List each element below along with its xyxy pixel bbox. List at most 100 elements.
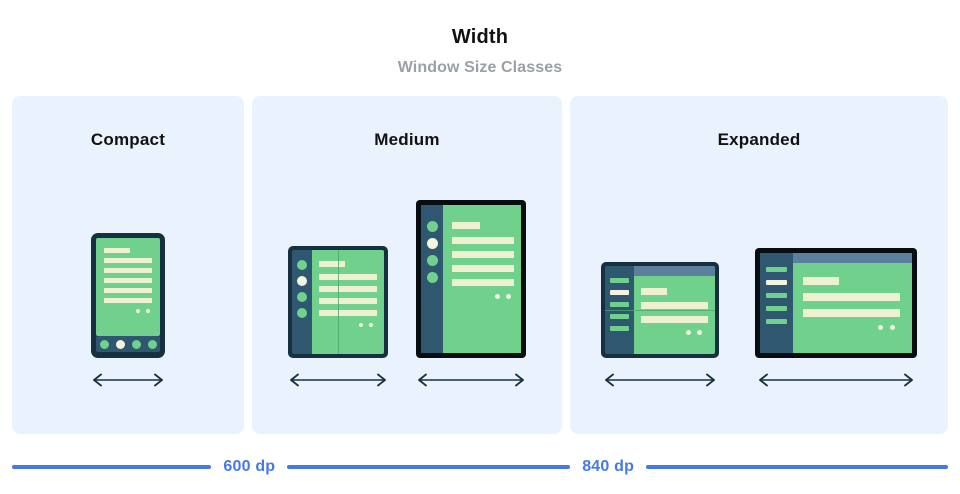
content-line — [319, 298, 377, 304]
panel-medium: Medium — [252, 96, 562, 434]
content-dot — [495, 294, 500, 299]
content-dot — [359, 323, 363, 327]
content-line — [319, 274, 377, 280]
content-line — [104, 248, 130, 253]
nav-rail-icon-active — [427, 238, 438, 249]
content-dot — [686, 330, 691, 335]
phone-frame — [91, 233, 165, 358]
nav-rail-icon — [427, 221, 438, 232]
content-dot — [697, 330, 702, 335]
tablet-portrait-frame — [416, 200, 526, 358]
content-line — [319, 286, 377, 292]
content-line — [641, 302, 708, 309]
panel-title-medium: Medium — [374, 130, 440, 149]
nav-rail — [760, 253, 793, 353]
nav-rail-icon-active — [297, 276, 307, 286]
device-group-medium — [252, 200, 562, 388]
width-arrow-icon — [602, 372, 718, 388]
content-area — [793, 253, 912, 353]
panel-title-compact: Compact — [90, 130, 166, 149]
breakpoint-label-600: 600 dp — [223, 458, 276, 475]
nav-rail-item — [610, 302, 629, 307]
content-line — [452, 279, 514, 286]
nav-rail-icon — [297, 260, 307, 270]
nav-rail-icon — [297, 308, 307, 318]
tablet-landscape-frame — [755, 248, 917, 358]
content-line — [104, 278, 152, 283]
scale-rule-segment — [12, 465, 212, 469]
content-dot — [506, 294, 511, 299]
nav-rail-item — [766, 267, 787, 272]
nav-item-icon — [99, 339, 109, 349]
nav-rail-item — [766, 293, 787, 298]
tablet-portrait-screen — [421, 205, 521, 353]
content-area — [443, 205, 521, 353]
content-line — [803, 309, 900, 317]
size-class-panels: Compact — [12, 96, 948, 434]
device-group-expanded — [570, 248, 948, 388]
content-dot — [146, 309, 150, 313]
content-line — [803, 293, 900, 301]
content-line — [104, 258, 152, 263]
breakpoint-scale: 600 dp 840 dp — [12, 455, 948, 479]
content-line — [452, 251, 514, 258]
device-tablet-portrait — [415, 200, 527, 388]
page-title: Width — [451, 26, 509, 48]
scale-rule-segment — [287, 465, 571, 469]
foldable-portrait-frame — [288, 246, 388, 358]
nav-rail-item — [610, 326, 629, 331]
content-line — [641, 316, 708, 323]
nav-rail-icon — [427, 272, 438, 283]
phone-screen — [96, 238, 160, 336]
width-arrow-icon — [756, 372, 916, 388]
content-line — [641, 288, 667, 295]
nav-rail-item-active — [766, 280, 787, 285]
content-area — [312, 250, 384, 354]
device-tablet-landscape — [755, 248, 917, 388]
device-foldable-landscape — [601, 262, 719, 388]
panel-expanded: Expanded — [570, 96, 948, 434]
content-line — [803, 277, 839, 285]
nav-rail-item-active — [610, 290, 629, 295]
top-app-bar — [634, 266, 715, 276]
breakpoint-label-840: 840 dp — [582, 458, 635, 475]
nav-rail-icon — [297, 292, 307, 302]
content-line — [452, 222, 480, 229]
content-dot — [136, 309, 140, 313]
top-app-bar — [793, 253, 912, 263]
device-foldable-portrait — [287, 246, 389, 388]
nav-rail — [292, 250, 312, 354]
panel-title-expanded: Expanded — [717, 130, 801, 149]
content-dot — [890, 325, 895, 330]
content-dot — [369, 323, 373, 327]
panel-compact: Compact — [12, 96, 244, 434]
content-line — [104, 288, 152, 293]
nav-rail-item — [610, 278, 629, 283]
nav-rail-item — [766, 306, 787, 311]
header: Width Window Size Classes — [0, 0, 960, 77]
fold-crease — [605, 310, 715, 311]
nav-rail — [421, 205, 443, 353]
foldable-portrait-screen — [292, 250, 384, 354]
tablet-landscape-screen — [760, 253, 912, 353]
width-arrow-icon — [415, 372, 527, 388]
nav-item-icon-active — [115, 339, 125, 349]
page-subtitle: Window Size Classes — [397, 59, 563, 76]
device-phone-portrait — [90, 233, 166, 388]
nav-item-icon — [147, 339, 157, 349]
content-line — [104, 268, 152, 273]
content-line — [452, 265, 514, 272]
width-arrow-icon — [287, 372, 389, 388]
foldable-landscape-frame — [601, 262, 719, 358]
content-line — [452, 237, 514, 244]
nav-rail-item — [610, 314, 629, 319]
content-line — [319, 261, 345, 267]
phone-bottom-nav — [96, 336, 160, 352]
fold-crease — [338, 250, 339, 354]
width-arrow-icon — [90, 372, 166, 388]
content-line — [319, 310, 377, 316]
nav-item-icon — [131, 339, 141, 349]
content-line — [104, 298, 152, 303]
foldable-landscape-screen — [605, 266, 715, 354]
